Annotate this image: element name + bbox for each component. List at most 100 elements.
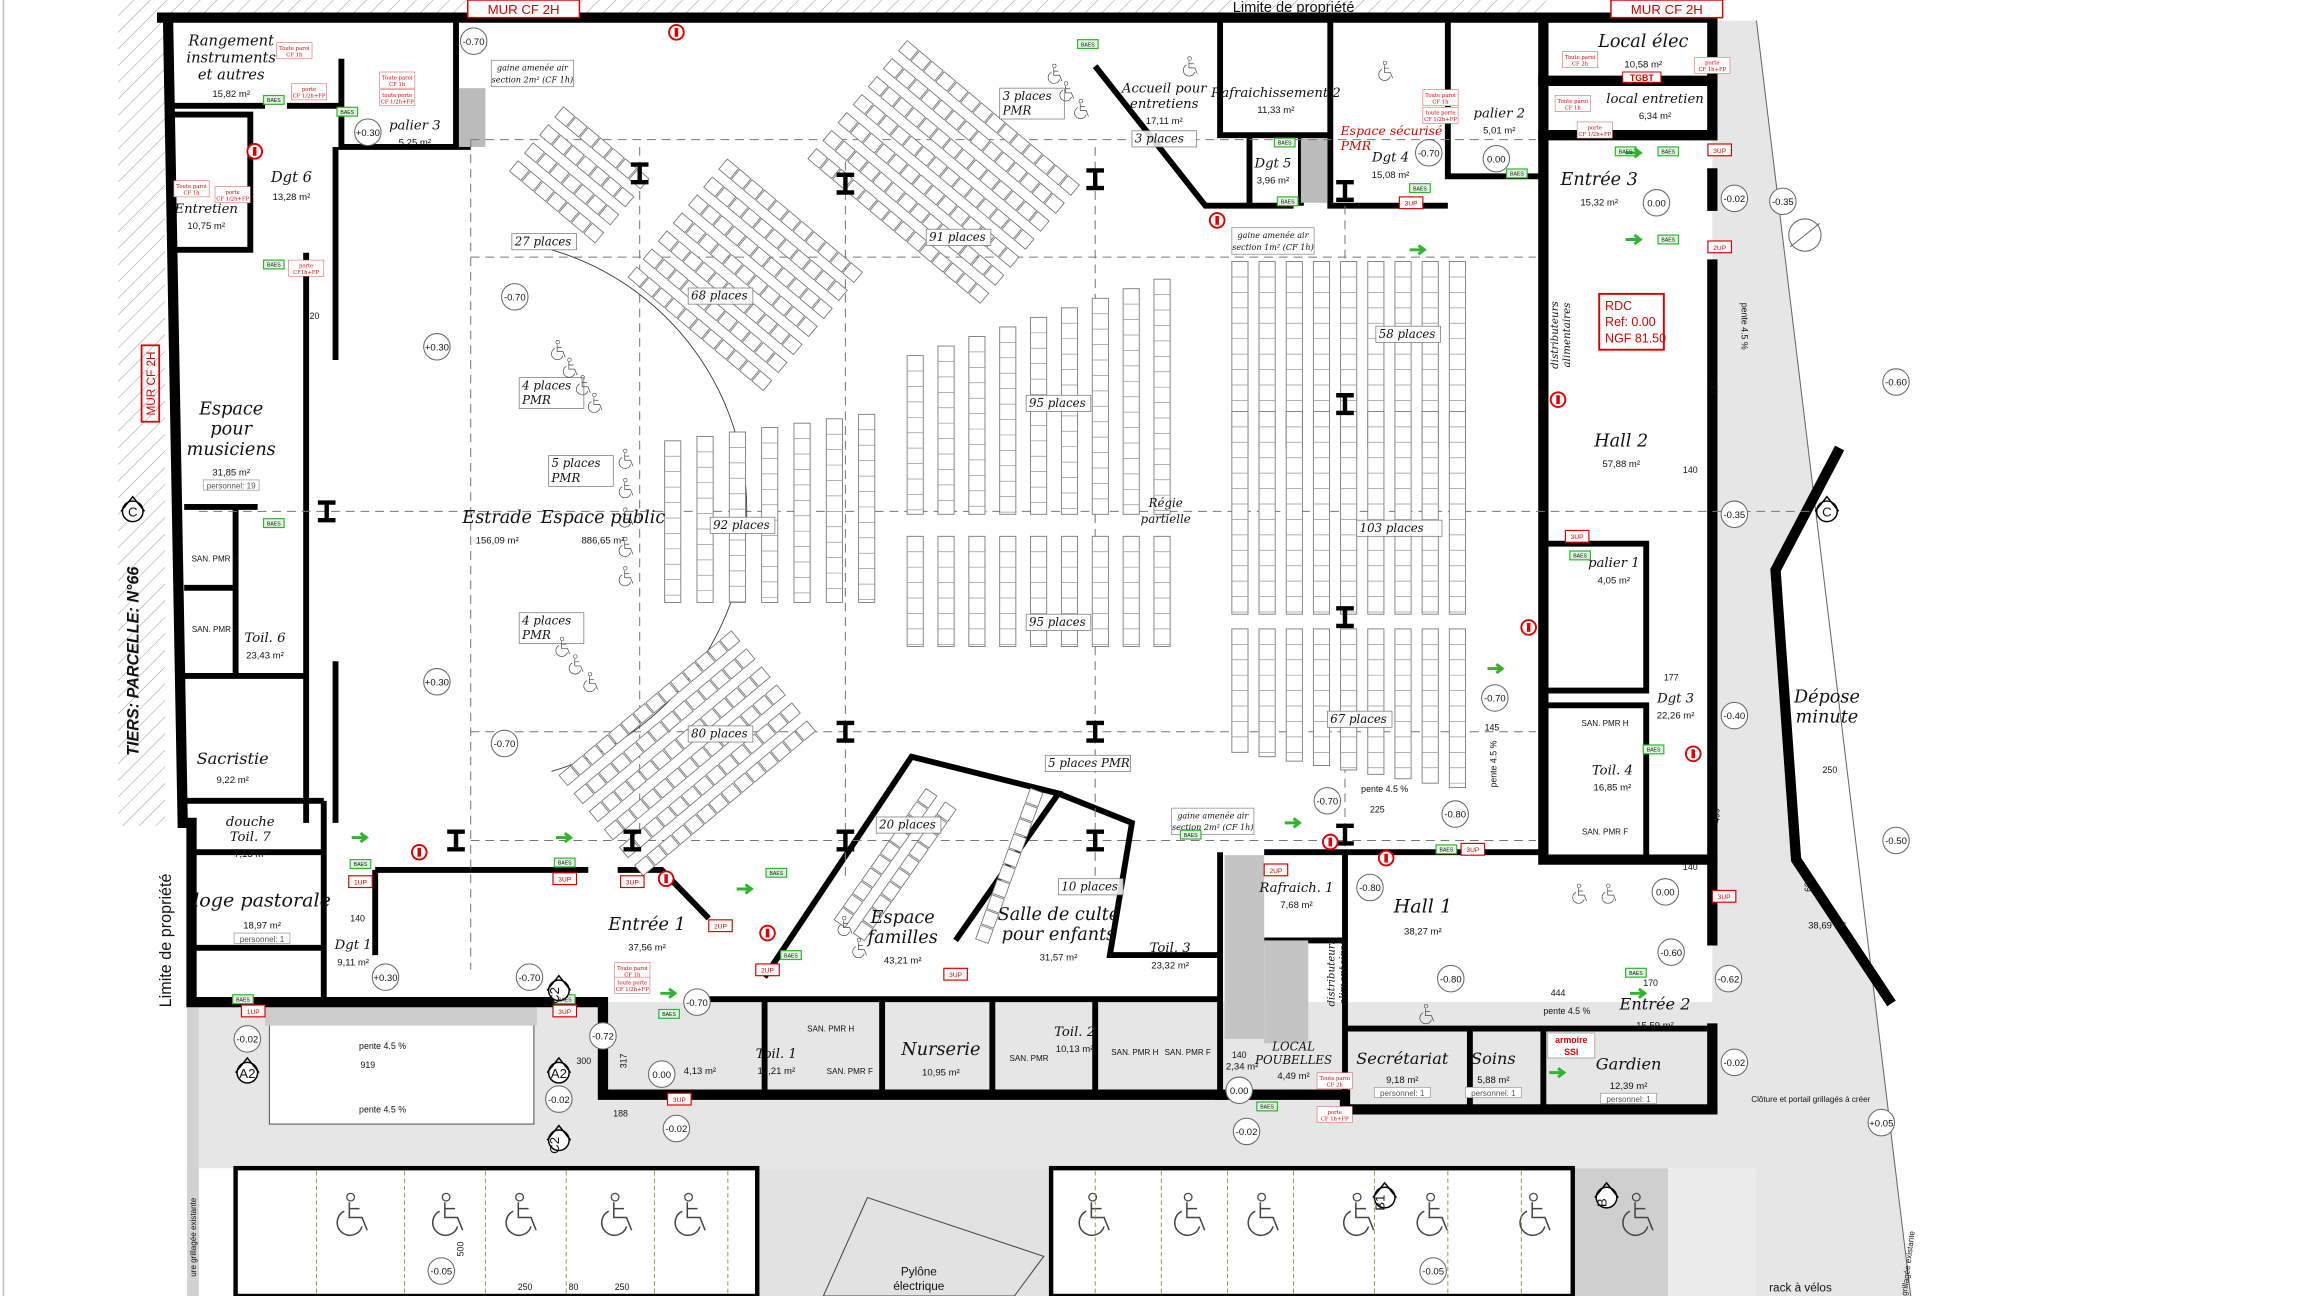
room-name: Local élec xyxy=(1597,31,1688,52)
level-reference-box: RDC Ref: 0.00 NGF 81.50 xyxy=(1598,292,1666,351)
room-name: Nurserie xyxy=(900,1040,980,1060)
fire-extinguisher-icon xyxy=(668,24,685,41)
room-area: 17,21 m² xyxy=(757,1066,795,1077)
seat xyxy=(964,187,986,209)
seat xyxy=(1034,154,1056,176)
level-value: -0.70 xyxy=(1484,694,1506,705)
level-circle xyxy=(1720,184,1749,213)
svg-text:MUR CF 2H: MUR CF 2H xyxy=(145,352,158,416)
seat xyxy=(922,60,944,82)
seat xyxy=(685,689,707,711)
evacuation-arrow-icon xyxy=(1549,1067,1567,1079)
column-shape xyxy=(630,162,649,185)
dimension-label: 188 xyxy=(613,1109,628,1119)
seat xyxy=(781,334,803,356)
column-shape xyxy=(317,500,336,523)
exit-sign-label: BAES xyxy=(354,862,368,868)
seat xyxy=(955,272,977,294)
fire-extinguisher-icon xyxy=(1208,212,1226,229)
dimension-label: pente 4.5 % xyxy=(1488,740,1498,787)
level-value: -0.62 xyxy=(1718,974,1740,985)
seat xyxy=(678,757,700,778)
room-label: Toil. 416,85 m² xyxy=(1592,763,1633,793)
seat xyxy=(715,186,737,208)
label-box xyxy=(1356,519,1443,537)
seat xyxy=(705,764,727,786)
fire-note-line: Toute paroi xyxy=(1565,55,1596,61)
level-circle xyxy=(423,333,451,361)
level-circle xyxy=(545,1085,573,1113)
room-name: Toil. 2 xyxy=(1054,1025,1095,1040)
note-box xyxy=(1422,106,1459,124)
fire-extinguisher-icon xyxy=(1684,745,1702,763)
level-value: -0.70 xyxy=(494,739,516,750)
seat xyxy=(672,700,694,722)
seating-label: 103 places xyxy=(1360,521,1424,535)
seat xyxy=(833,907,855,928)
room-label: palier 14,05 m² xyxy=(1588,556,1640,586)
level-circle xyxy=(1232,1117,1261,1146)
seat xyxy=(598,204,620,226)
seat xyxy=(770,741,792,762)
seating-count: 5 places PMR xyxy=(1048,756,1130,770)
red-box xyxy=(943,967,968,981)
exit-sign-label: BAES xyxy=(1440,848,1454,854)
room-area: 17,11 m² xyxy=(1146,116,1183,127)
dimension-label: 919 xyxy=(361,1060,376,1070)
level-circle xyxy=(1651,878,1680,906)
svg-text:RDC: RDC xyxy=(1605,299,1632,313)
seat xyxy=(936,801,957,823)
seating-label: 5 places PMR xyxy=(1048,756,1130,770)
seat xyxy=(591,137,613,159)
axis-label: B1 xyxy=(1373,1195,1388,1211)
seat xyxy=(583,222,605,244)
level-value: -0.35 xyxy=(1723,510,1745,521)
level-circle xyxy=(1769,187,1797,216)
level-circle xyxy=(354,118,382,146)
vending-label: alimentaires xyxy=(1561,303,1573,368)
level-value: -0.02 xyxy=(548,1095,570,1106)
room-area: 43,21 m² xyxy=(884,956,922,967)
seating-pmr: PMR xyxy=(521,628,551,642)
fire-extinguisher-icon xyxy=(657,870,675,887)
room-name: Entrée 1 xyxy=(607,914,685,935)
fire-note-line: Toute paroi xyxy=(1319,1076,1350,1082)
seat xyxy=(601,176,623,198)
exit-sign-label: BAES xyxy=(236,997,250,1003)
evacuation-arrow-icon xyxy=(736,883,754,895)
fire-note-line: CF 1h+FP xyxy=(1698,67,1726,73)
svg-text:SSI: SSI xyxy=(1564,1047,1578,1057)
seat-column xyxy=(1448,410,1466,615)
ssi-cabinet: armoire SSI xyxy=(1547,1032,1596,1059)
room-name: Dgt 5 xyxy=(1253,157,1291,172)
room-name: Rafraich. 1 xyxy=(1258,881,1333,896)
seating-count: 68 places xyxy=(691,289,748,303)
seating-label: 27 places xyxy=(514,234,572,248)
seat xyxy=(595,734,617,756)
seat xyxy=(685,222,707,244)
sanitary-label: SAN. PMR H xyxy=(1582,719,1629,728)
seat xyxy=(779,702,801,724)
column-shape xyxy=(447,829,465,852)
exit-sign-label: BAES xyxy=(1184,833,1198,839)
room-name: palier 2 xyxy=(1473,107,1525,122)
room-name: Rangement xyxy=(187,33,274,50)
level-circle xyxy=(1657,938,1685,966)
room-name: palier 1 xyxy=(1588,556,1640,571)
room-name: POUBELLES xyxy=(1254,1053,1332,1067)
room-label: Entrée 315,32 m² xyxy=(1559,169,1637,209)
room-area: 7,13 m² xyxy=(234,849,266,860)
level-circle xyxy=(1441,800,1469,828)
red-box xyxy=(1263,863,1289,877)
dimension-label: 317 xyxy=(618,1053,628,1068)
seat xyxy=(926,156,948,178)
